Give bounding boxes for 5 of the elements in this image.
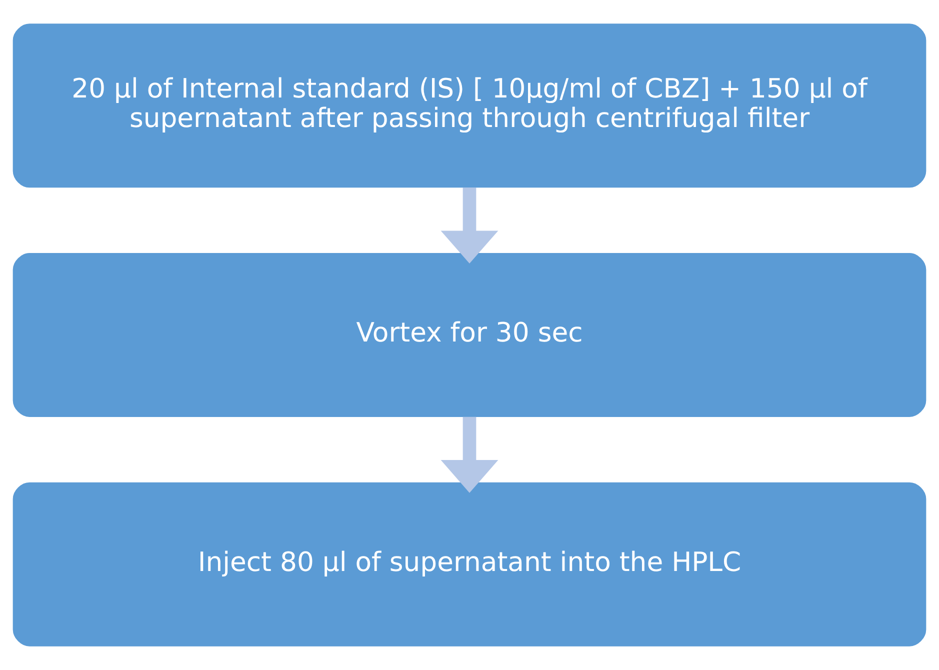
node-box: Vortex for 30 sec xyxy=(12,253,926,417)
node-box: 20 µl of Internal standard (IS) [ 10µg/ml of CBZ] + 150 µl of supernatant after passing through centrifugal filter xyxy=(12,24,926,188)
arrow xyxy=(440,188,498,264)
arrow xyxy=(440,416,498,493)
node-box: Inject 80 µl of supernatant into the HPLC xyxy=(12,482,926,646)
